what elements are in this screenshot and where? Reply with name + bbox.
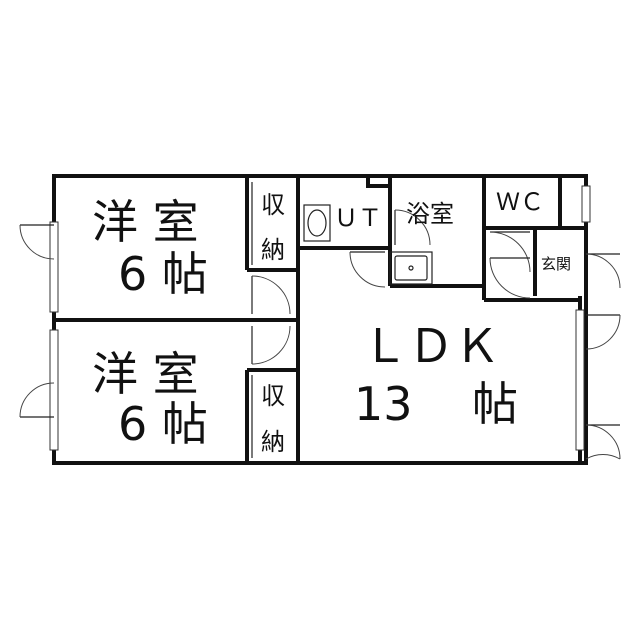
- closet-top-label-1: 収: [261, 191, 285, 219]
- toilet-label: ＷＣ: [496, 188, 544, 216]
- window-ldk: [575, 309, 585, 451]
- ldk-label: ＬＤＫ: [362, 319, 500, 373]
- room-label-western-bottom: 洋 室: [92, 347, 199, 401]
- closet-bottom-label-2: 納: [261, 428, 285, 456]
- sink-icon: [389, 251, 433, 285]
- ldk-size-unit: 帖: [472, 377, 518, 431]
- entrance-label: 玄関: [541, 255, 571, 273]
- utility-label: ＵＴ: [334, 204, 382, 232]
- window-left-bottom: [49, 329, 59, 451]
- closet-bottom-label-1: 収: [261, 382, 285, 410]
- room-size-western-bottom: 6 帖: [118, 397, 208, 451]
- closet-top-label-2: 納: [261, 236, 285, 264]
- room-label-western-top: 洋 室: [92, 195, 199, 249]
- ldk-size-number: 13: [354, 377, 413, 431]
- washing-machine-icon: [303, 204, 331, 242]
- room-size-western-top: 6 帖: [118, 247, 208, 301]
- window-wc: [581, 185, 591, 223]
- door-swings: [19, 209, 621, 460]
- bathroom-label: 浴室: [406, 200, 454, 228]
- windows: [49, 185, 591, 451]
- interior-walls: [54, 174, 586, 463]
- window-left-top: [49, 221, 59, 313]
